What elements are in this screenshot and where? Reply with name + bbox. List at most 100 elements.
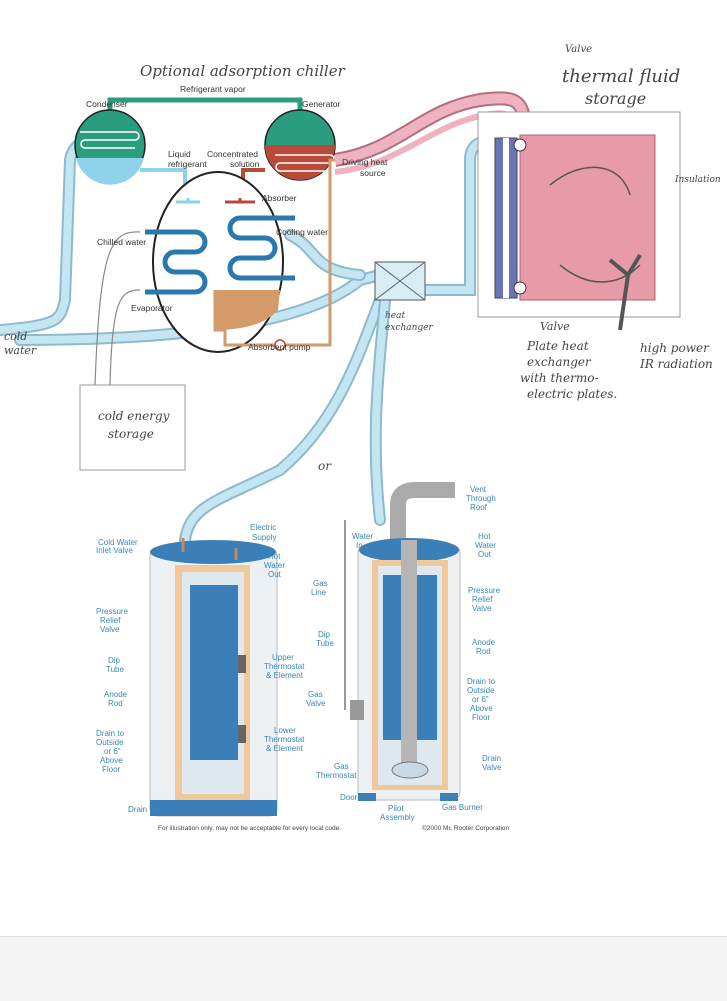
label-gas-burner: Gas Burner bbox=[442, 803, 483, 812]
label-inlet: Cold Water bbox=[98, 538, 138, 547]
label-pressure-relief: Pressure bbox=[96, 607, 129, 616]
label-gas-pressure-relief: Pressure bbox=[468, 586, 501, 595]
label-gas-drain-valve-2: Valve bbox=[482, 763, 502, 772]
label-hot-3: Out bbox=[268, 570, 282, 579]
label-drain-3: or 6" bbox=[104, 747, 121, 756]
copyright-text: ©2000 Mr. Rooter Corporation bbox=[422, 824, 510, 832]
label-valve-bottom: Valve bbox=[540, 320, 570, 333]
label-plate-3: with thermo- bbox=[520, 371, 599, 385]
electric-heater-labels: Cold Water Inlet Valve Electric Supply H… bbox=[96, 523, 305, 814]
label-lower-3: & Element bbox=[266, 744, 304, 753]
absorbent-pump-icon bbox=[274, 339, 286, 351]
label-water-in: Water bbox=[352, 532, 373, 541]
disclaimer-text: For illustration only, may not be accept… bbox=[158, 825, 341, 832]
absorption-chiller bbox=[74, 97, 336, 353]
label-gas-hot-2: Water bbox=[475, 541, 496, 550]
label-gas-drain-outside: Drain to bbox=[467, 677, 496, 686]
label-vent-2: Through bbox=[466, 494, 496, 503]
chilled-water-lines bbox=[94, 231, 141, 386]
thermal-fluid-storage bbox=[519, 134, 656, 301]
label-absorbent-pump: Absorbent pump bbox=[248, 342, 311, 352]
label-concentrated-solution-2: solution bbox=[230, 159, 260, 169]
valve-bottom-icon bbox=[513, 281, 527, 295]
label-thermal-fluid: thermal fluid bbox=[562, 66, 680, 87]
scan-edge bbox=[0, 936, 727, 1001]
label-electric-supply: Electric bbox=[250, 523, 276, 532]
label-gas-drain-3: or 6" bbox=[472, 695, 489, 704]
label-inlet-2: Inlet Valve bbox=[96, 546, 133, 555]
circulation-arrows bbox=[549, 166, 641, 283]
heat-exchanger-cross bbox=[374, 261, 426, 301]
label-hot-water-out: Hot bbox=[268, 552, 281, 561]
cold-energy-storage-box bbox=[79, 384, 186, 471]
label-gas-valve-2: Valve bbox=[306, 699, 326, 708]
label-gas-drain-5: Floor bbox=[472, 713, 491, 722]
label-gas-hot-3: Out bbox=[478, 550, 492, 559]
label-prv-2: Relief bbox=[100, 616, 121, 625]
label-gas-line: Gas bbox=[313, 579, 328, 588]
label-dip-2: Tube bbox=[106, 665, 124, 674]
label-condenser: Condenser bbox=[86, 99, 128, 109]
label-evaporator: Evaporator bbox=[131, 303, 173, 313]
label-absorber: Absorber bbox=[262, 193, 297, 203]
label-drain-valve: Drain Valve bbox=[128, 805, 169, 814]
label-heat: heat bbox=[385, 311, 405, 321]
label-upper-thermostat: Upper bbox=[272, 653, 294, 662]
label-gas-anode-2: Rod bbox=[476, 647, 491, 656]
label-gas-dip-2: Tube bbox=[316, 639, 334, 648]
label-gas-valve: Gas bbox=[308, 690, 323, 699]
label-anode-rod: Anode bbox=[104, 690, 128, 699]
electric-water-heater bbox=[149, 538, 278, 817]
label-generator: Generator bbox=[302, 99, 340, 109]
label-vent: Vent bbox=[470, 485, 487, 494]
label-gas-dip-tube: Dip bbox=[318, 630, 331, 639]
label-water-in-2: In bbox=[356, 541, 363, 550]
label-insulation: Insulation bbox=[674, 175, 721, 185]
ir-emitter-icon bbox=[608, 253, 642, 331]
label-vent-3: Roof bbox=[470, 503, 488, 512]
label-prv-3: Valve bbox=[100, 625, 120, 634]
label-hot-2: Water bbox=[264, 561, 285, 570]
label-cold-water-2: water bbox=[4, 344, 37, 357]
label-anode-2: Rod bbox=[108, 699, 123, 708]
label-chilled-water: Chilled water bbox=[97, 237, 146, 247]
label-gas-drain-valve: Drain bbox=[482, 754, 501, 763]
label-driving-heat-2: source bbox=[360, 168, 386, 178]
label-pilot-assembly-2: Assembly bbox=[380, 813, 415, 822]
label-gas-thermostat: Gas bbox=[334, 762, 349, 771]
label-door: Door bbox=[340, 793, 358, 802]
label-liquid-refrigerant: Liquid bbox=[168, 149, 191, 159]
gas-water-heater bbox=[344, 482, 461, 801]
label-gas-thermostat-2: Thermostat bbox=[316, 771, 357, 780]
label-gas-hot-water: Hot bbox=[478, 532, 491, 541]
label-plate-4: electric plates. bbox=[527, 387, 617, 401]
label-gas-drain-4: Above bbox=[470, 704, 493, 713]
label-gas-line-2: Line bbox=[311, 588, 327, 597]
label-plate-2: exchanger bbox=[527, 355, 592, 369]
label-drain-4: Above bbox=[100, 756, 123, 765]
label-pilot-assembly: Pilot bbox=[388, 804, 404, 813]
label-gas-prv-2: Relief bbox=[472, 595, 493, 604]
gas-heater-labels: Vent Through Roof Water In Hot Water Out… bbox=[306, 485, 502, 822]
chiller-title: Optional adsorption chiller bbox=[140, 62, 346, 80]
label-dip-tube: Dip bbox=[108, 656, 121, 665]
label-lower-thermostat: Lower bbox=[274, 726, 296, 735]
label-or: or bbox=[318, 459, 332, 473]
valve-top-icon bbox=[513, 138, 527, 152]
label-upper-2: Thermostat bbox=[264, 662, 305, 671]
label-drain-outside: Drain to bbox=[96, 729, 125, 738]
label-cooling-water: Cooling water bbox=[276, 227, 328, 237]
label-cold-water: cold bbox=[4, 330, 27, 343]
label-heat-exchanger: exchanger bbox=[385, 323, 433, 333]
label-refrigerant-vapor: Refrigerant vapor bbox=[180, 84, 246, 94]
label-concentrated-solution: Concentrated bbox=[207, 149, 258, 159]
label-upper-3: & Element bbox=[266, 671, 304, 680]
label-cold-energy-storage-2: storage bbox=[108, 427, 154, 441]
label-gas-drain-2: Outside bbox=[467, 686, 495, 695]
label-liquid-refrigerant-2: refrigerant bbox=[168, 159, 207, 169]
label-electric-supply-2: Supply bbox=[252, 533, 276, 542]
label-drain-5: Floor bbox=[102, 765, 121, 774]
label-ir-radiation: IR radiation bbox=[639, 357, 713, 371]
label-thermal-storage: storage bbox=[585, 89, 646, 108]
